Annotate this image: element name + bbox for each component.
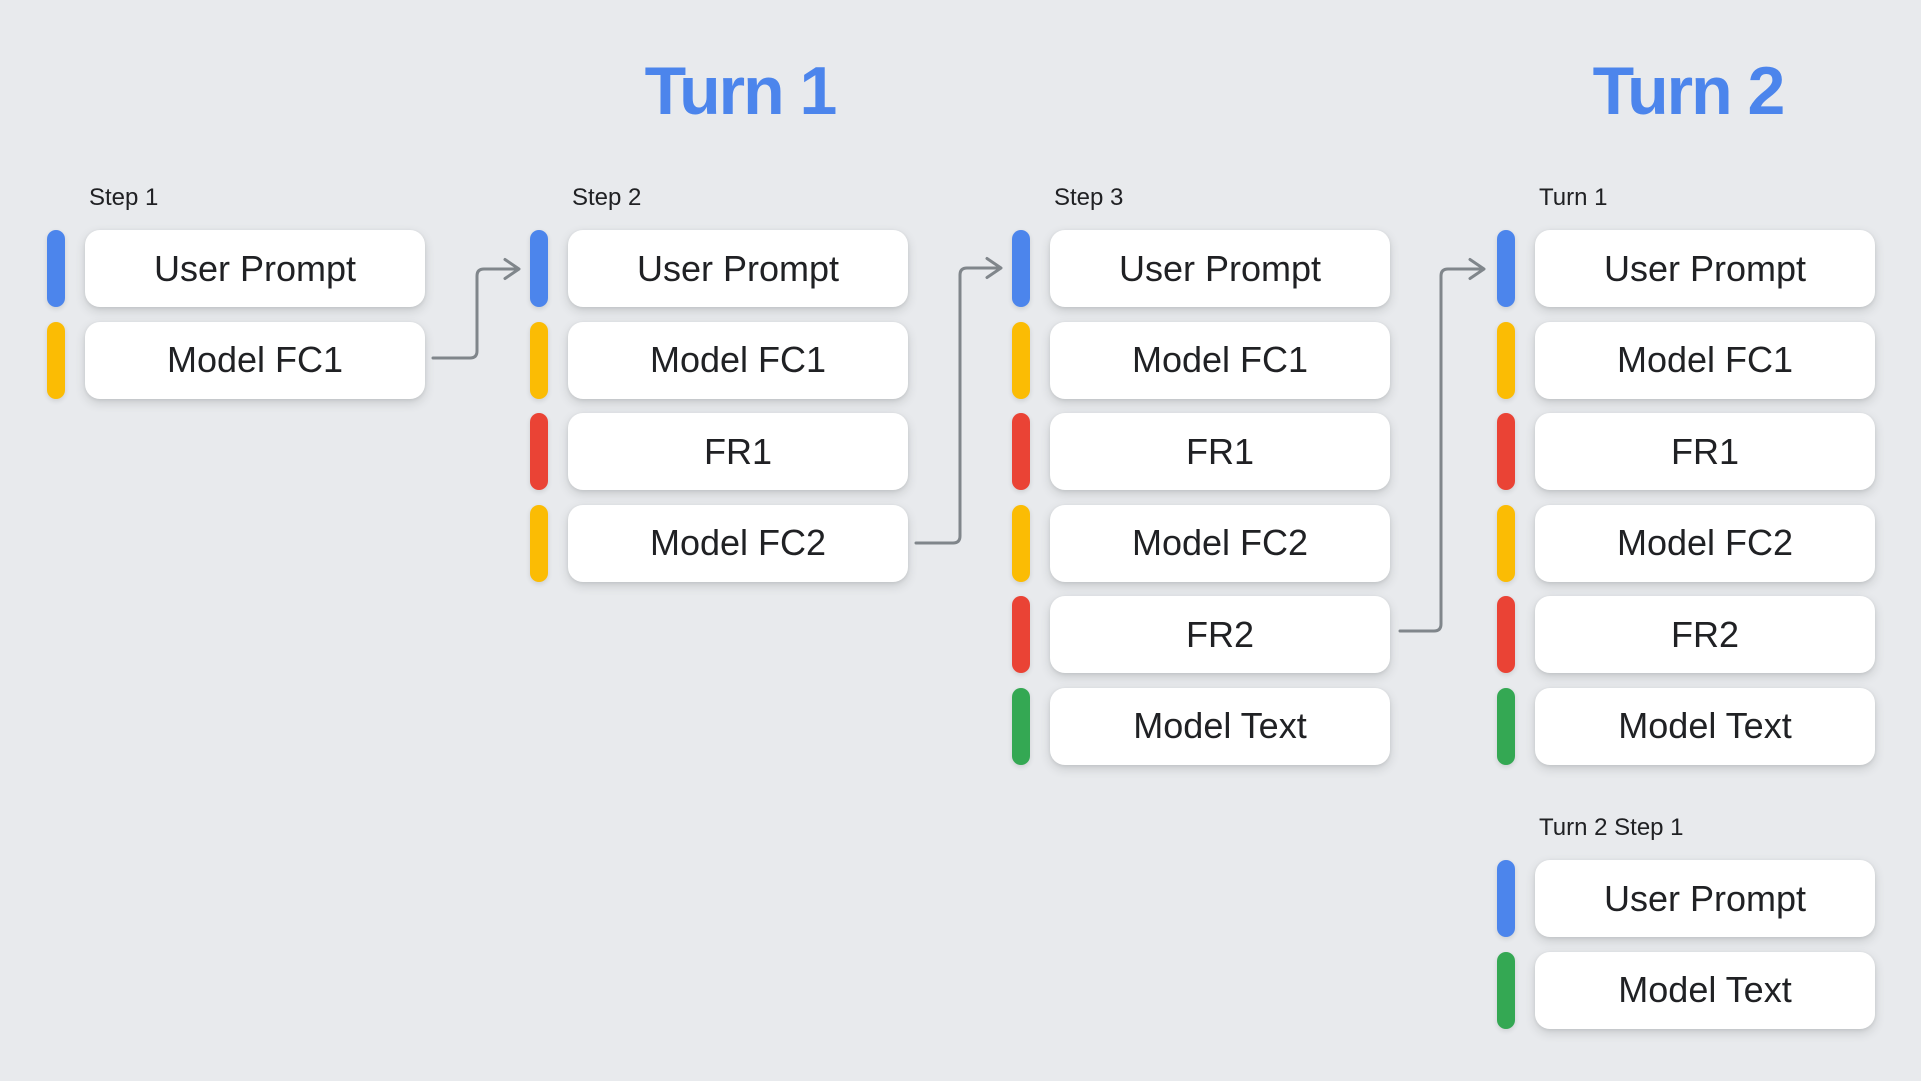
message-label: User Prompt (1603, 877, 1807, 919)
message-row: Model FC2 (1497, 504, 1875, 582)
message-row: Model FC1 (1012, 321, 1390, 399)
message-label: Model FC1 (649, 339, 827, 380)
message-box: Model FC1 (568, 321, 908, 399)
arrow-step3-to-turn1 (1398, 258, 1486, 633)
message-label: Model FC1 (1616, 339, 1794, 380)
message-box: Model FC1 (1535, 321, 1875, 399)
user-prompt-color-bar (1497, 230, 1515, 307)
message-box: Model Text (1050, 687, 1390, 765)
message-label: Model FC2 (1131, 522, 1309, 563)
message-row: Model Text (1012, 687, 1390, 765)
message-row: FR1 (530, 413, 908, 490)
arrow-step1-to-step2 (431, 258, 521, 360)
turn-1-heading: Turn 1 (644, 53, 838, 129)
message-label: FR1 (1185, 430, 1254, 472)
message-box: User Prompt (1050, 230, 1390, 307)
message-label: User Prompt (1118, 247, 1322, 289)
message-row: Model Text (1497, 951, 1875, 1029)
function-response-color-bar (1497, 596, 1515, 673)
arrowhead-icon (985, 257, 1003, 279)
message-box: FR1 (1535, 413, 1875, 490)
model-fc-color-bar (1012, 321, 1030, 399)
message-box: FR2 (1050, 596, 1390, 673)
model-text-color-bar (1497, 687, 1515, 765)
column-step-2: Step 2 User Prompt Model FC1 FR1 Model F… (530, 184, 908, 596)
column-turn-2-step-1-label: Turn 2 Step 1 (1539, 814, 1684, 841)
column-step-2-label: Step 2 (572, 184, 642, 211)
arrowhead-icon (503, 258, 521, 280)
arrowhead-icon (1468, 258, 1486, 280)
message-row: FR2 (1012, 596, 1390, 673)
message-row: Model FC1 (530, 321, 908, 399)
message-row: FR1 (1012, 413, 1390, 490)
message-box: User Prompt (1535, 860, 1875, 937)
message-box: FR2 (1535, 596, 1875, 673)
user-prompt-color-bar (530, 230, 548, 307)
column-step-1-label: Step 1 (89, 184, 159, 211)
message-row: Model FC2 (530, 504, 908, 582)
column-turn-2-step-1: Turn 2 Step 1 User Prompt Model Text (1497, 814, 1875, 1043)
model-fc-color-bar (1497, 321, 1515, 399)
function-response-color-bar (1497, 413, 1515, 490)
user-prompt-color-bar (1497, 860, 1515, 937)
message-box: User Prompt (568, 230, 908, 307)
model-fc-color-bar (530, 504, 548, 582)
message-label: Model FC2 (649, 522, 827, 563)
message-row: User Prompt (1497, 230, 1875, 307)
message-label: FR1 (1670, 430, 1739, 472)
message-label: Model FC2 (1616, 522, 1794, 563)
column-step-3: Step 3 User Prompt Model FC1 FR1 Model F… (1012, 184, 1390, 779)
message-row: Model FC1 (47, 321, 425, 399)
function-response-color-bar (530, 413, 548, 490)
column-turn-1-label: Turn 1 (1539, 184, 1608, 211)
message-row: Model Text (1497, 687, 1875, 765)
user-prompt-color-bar (1012, 230, 1030, 307)
message-label: FR1 (703, 430, 772, 472)
message-box: User Prompt (85, 230, 425, 307)
arrow-step2-to-step3 (914, 257, 1003, 545)
turn-2-heading: Turn 2 (1592, 53, 1786, 129)
message-box: Model FC2 (568, 504, 908, 582)
model-text-color-bar (1497, 951, 1515, 1029)
model-fc-color-bar (1497, 504, 1515, 582)
model-fc-color-bar (47, 321, 65, 399)
function-response-color-bar (1012, 596, 1030, 673)
message-row: User Prompt (530, 230, 908, 307)
message-row: FR1 (1497, 413, 1875, 490)
message-box: Model Text (1535, 951, 1875, 1029)
message-label: User Prompt (636, 247, 840, 289)
message-box: FR1 (1050, 413, 1390, 490)
message-label: FR2 (1185, 613, 1254, 655)
column-step-3-label: Step 3 (1054, 184, 1124, 211)
message-label: Model FC1 (166, 339, 344, 380)
message-row: User Prompt (1012, 230, 1390, 307)
user-prompt-color-bar (47, 230, 65, 307)
model-fc-color-bar (530, 321, 548, 399)
message-box: Model FC2 (1050, 504, 1390, 582)
message-box: Model FC2 (1535, 504, 1875, 582)
message-row: Model FC2 (1012, 504, 1390, 582)
column-step-1: Step 1 User Prompt Model FC1 (47, 184, 425, 413)
message-box: Model Text (1535, 687, 1875, 765)
column-turn-1-history: Turn 1 User Prompt Model FC1 FR1 Model F… (1497, 184, 1875, 779)
model-fc-color-bar (1012, 504, 1030, 582)
model-text-color-bar (1012, 687, 1030, 765)
message-box: User Prompt (1535, 230, 1875, 307)
message-label: FR2 (1670, 613, 1739, 655)
message-box: Model FC1 (85, 321, 425, 399)
message-row: Model FC1 (1497, 321, 1875, 399)
message-box: Model FC1 (1050, 321, 1390, 399)
message-box: FR1 (568, 413, 908, 490)
message-row: FR2 (1497, 596, 1875, 673)
message-label: Model Text (1618, 969, 1792, 1010)
message-label: User Prompt (153, 247, 357, 289)
message-row: User Prompt (1497, 860, 1875, 937)
function-response-color-bar (1012, 413, 1030, 490)
message-label: Model FC1 (1131, 339, 1309, 380)
message-label: User Prompt (1603, 247, 1807, 289)
message-label: Model Text (1618, 705, 1792, 746)
message-label: Model Text (1133, 705, 1307, 746)
message-row: User Prompt (47, 230, 425, 307)
